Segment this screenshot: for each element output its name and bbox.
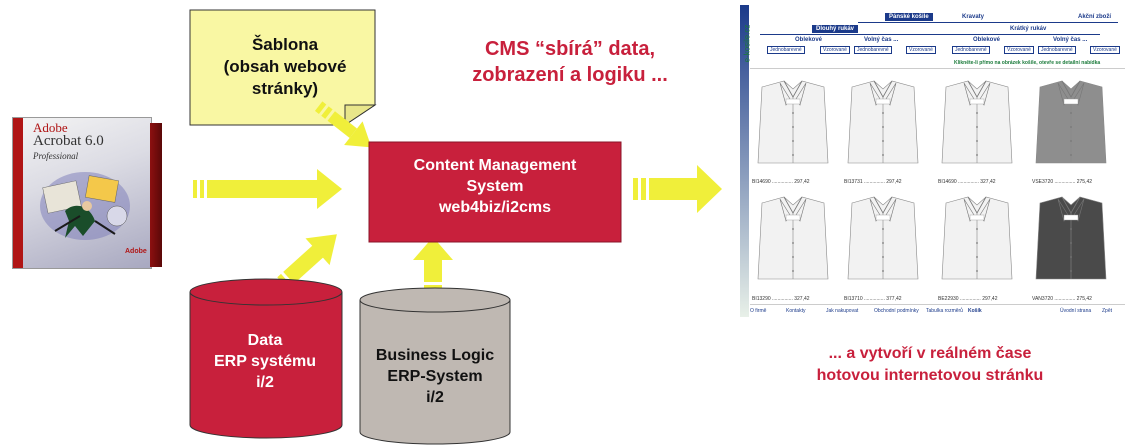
erp-line: Data [247, 332, 283, 349]
heading-line: zobrazení a logiku ... [472, 64, 668, 86]
template-note-line: (obsah webové [223, 57, 347, 76]
nav-leaf[interactable]: Jednobarevné [854, 46, 892, 54]
erp-database-shape [189, 278, 343, 439]
nav-dlouhy-rukav[interactable]: Dlouhý rukáv [812, 25, 859, 33]
product-shirt-image[interactable] [754, 77, 832, 167]
product-code: BI13710 ............... 377,42 [844, 296, 902, 302]
logic-line: i/2 [426, 389, 444, 406]
product-code: VSE3720 ............... 275,42 [1032, 179, 1093, 185]
website-caption: ... a vytvoří v reálném čase hotovou int… [780, 343, 1080, 387]
acrobat-brand: Adobe [33, 120, 68, 135]
cms-box-shape [368, 141, 622, 243]
nav-oblekove-1[interactable]: Oblekové [795, 37, 823, 43]
footer-link-kosik[interactable]: Košík [968, 308, 982, 314]
nav-leaf[interactable]: Jednobarevné [1038, 46, 1076, 54]
footer-link-zpet[interactable]: Zpět [1102, 308, 1113, 314]
nav-leaf[interactable]: Vzorované [1090, 46, 1120, 54]
arrow-template-to-cms [314, 101, 372, 148]
site-url: e-kosile.cz [742, 24, 752, 63]
cms-line: Content Management [413, 157, 577, 174]
acrobat-stripe [13, 118, 23, 268]
website-preview: e-kosile.cz Pánské košile Kravaty Akční … [740, 5, 1125, 317]
acrobat-box-front: Adobe Acrobat 6.0 Professional Adobe [12, 117, 152, 269]
erp-data-label: Data ERP systému i/2 [185, 330, 345, 393]
caption-line: ... a vytvoří v reálném čase [828, 345, 1032, 362]
acrobat-edition: Professional [33, 151, 79, 161]
cms-line: web4biz/i2cms [438, 199, 552, 216]
acrobat-product-box: Adobe Acrobat 6.0 Professional Adobe [12, 117, 162, 269]
template-note-line: stránky) [251, 79, 319, 98]
product-code: VAN3720 ............... 275,42 [1032, 296, 1092, 302]
nav-leaf[interactable]: Vzorované [1004, 46, 1034, 54]
product-code: BE22930 ............... 297,42 [938, 296, 998, 302]
acrobat-product: Acrobat 6.0 [33, 133, 104, 149]
arrow-acrobat-to-cms [193, 169, 342, 209]
nav-kravaty[interactable]: Kravaty [962, 14, 985, 20]
footer-link-o-firme[interactable]: O firmě [750, 308, 767, 314]
site-side-strip [740, 5, 749, 317]
nav-leaf[interactable]: Vzorované [820, 46, 850, 54]
logic-line: ERP-System [387, 368, 483, 385]
footer-link-kontakty[interactable]: Kontakty [786, 308, 806, 314]
logic-database-shape [359, 287, 511, 445]
product-code: BI13290 ............... 327,42 [752, 296, 810, 302]
arrow-cms-to-website [633, 165, 722, 213]
footer-link-jak-nakupovat[interactable]: Jak nakupovat [826, 308, 859, 314]
template-note-line: Šablona [251, 35, 319, 54]
nav-leaf[interactable]: Jednobarevné [767, 46, 805, 54]
footer-link-tabulka-rozmeru[interactable]: Tabulka rozměrů [926, 308, 963, 314]
nav-divider [760, 34, 1100, 35]
erp-line: i/2 [256, 374, 274, 391]
product-shirt-image[interactable] [844, 193, 922, 283]
cms-line: System [466, 178, 524, 195]
nav-oblekove-2[interactable]: Oblekové [973, 37, 1001, 43]
erp-line: ERP systému [214, 353, 316, 370]
arrow-logic-to-cms [413, 237, 453, 296]
adobe-logo: Adobe [125, 248, 147, 255]
footer-link-obchodni-podminky[interactable]: Obchodní podmínky [874, 308, 919, 314]
acrobat-box-side [150, 123, 162, 267]
caption-line: hotovou internetovou stránku [816, 367, 1044, 384]
product-shirt-image[interactable] [938, 193, 1016, 283]
nav-divider [858, 22, 1118, 23]
product-shirt-image[interactable] [844, 77, 922, 167]
template-note-shape [189, 9, 377, 126]
product-shirt-image[interactable] [754, 193, 832, 283]
nav-leaf[interactable]: Jednobarevné [952, 46, 990, 54]
nav-panske-kosile[interactable]: Pánské košile [885, 13, 933, 21]
product-code: BI13731 ............... 297,42 [844, 179, 902, 185]
nav-volny-cas-2[interactable]: Volný čas ... [1053, 37, 1088, 43]
site-info-text: Klikněte-li přímo na obrázek košile, ote… [954, 60, 1101, 66]
product-shirt-image[interactable] [938, 77, 1016, 167]
nav-leaf[interactable]: Vzorované [906, 46, 936, 54]
cms-heading: CMS “sbírá” data, zobrazení a logiku ... [435, 36, 705, 88]
nav-akcni-zbozi[interactable]: Akční zboží [1078, 14, 1112, 20]
product-code: BI14690 ............... 327,42 [938, 179, 996, 185]
product-shirt-image[interactable] [1032, 193, 1110, 283]
acrobat-artwork [40, 172, 130, 240]
business-logic-label: Business Logic ERP-System i/2 [360, 345, 510, 408]
cms-box-label: Content Management System web4biz/i2cms [370, 155, 620, 218]
product-shirt-image[interactable] [1032, 77, 1110, 167]
product-code: BI14690 ............... 297,42 [752, 179, 810, 185]
footer-link-uvodni-strana[interactable]: Úvodní strana [1060, 308, 1092, 314]
heading-line: CMS “sbírá” data, [484, 38, 656, 60]
nav-volny-cas-1[interactable]: Volný čas ... [864, 37, 899, 43]
template-note-text: Šablona (obsah webové stránky) [205, 34, 365, 100]
logic-line: Business Logic [375, 347, 495, 364]
nav-kratky-rukav[interactable]: Krátký rukáv [1010, 26, 1047, 32]
